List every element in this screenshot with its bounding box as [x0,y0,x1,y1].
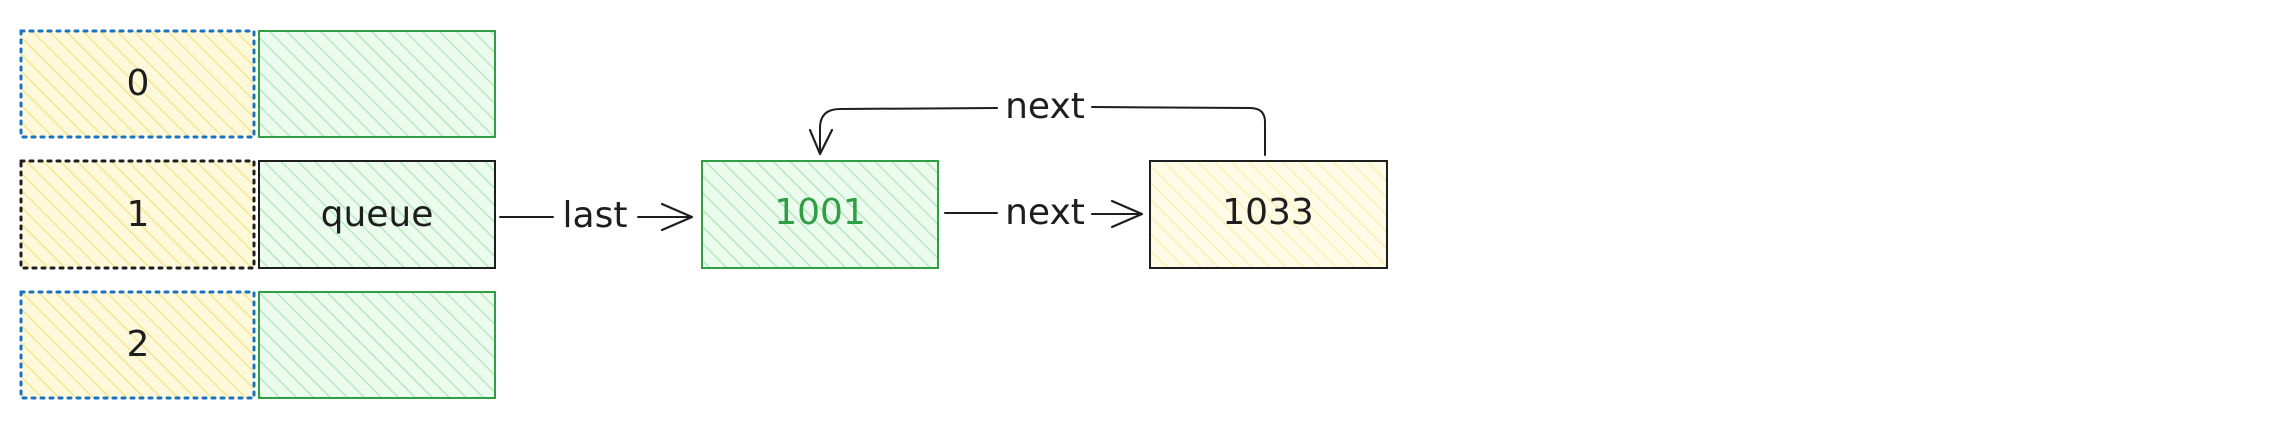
slot-index-1: 1 [127,194,150,235]
node-1001: 1001 [701,160,939,269]
slot-value-cell-1 [258,160,496,269]
slot-value-cell-0 [258,30,496,138]
next-forward-arrow: next [944,192,1144,233]
next-back-arrow: next [808,86,1266,156]
slot-row-2: 2 [19,290,496,400]
next-forward-label: next [1005,192,1085,233]
slot-row-0: 0 [19,29,496,139]
next-back-label: next [1005,86,1085,127]
slot-index-cell-2 [19,290,256,400]
last-label: last [563,195,628,236]
node-1001-label: 1001 [774,192,866,233]
slot-value-cell-2 [258,291,496,399]
slot-index-cell-0 [19,29,256,139]
node-1033-label: 1033 [1222,192,1314,233]
slot-index-cell-1 [19,159,256,270]
last-pointer-arrow: last [499,195,694,236]
slot-value-1: queue [321,194,434,235]
node-1033: 1033 [1149,160,1388,269]
slot-index-0: 0 [127,63,150,104]
slot-index-2: 2 [127,324,150,365]
slot-row-1: 1 queue [19,159,496,270]
